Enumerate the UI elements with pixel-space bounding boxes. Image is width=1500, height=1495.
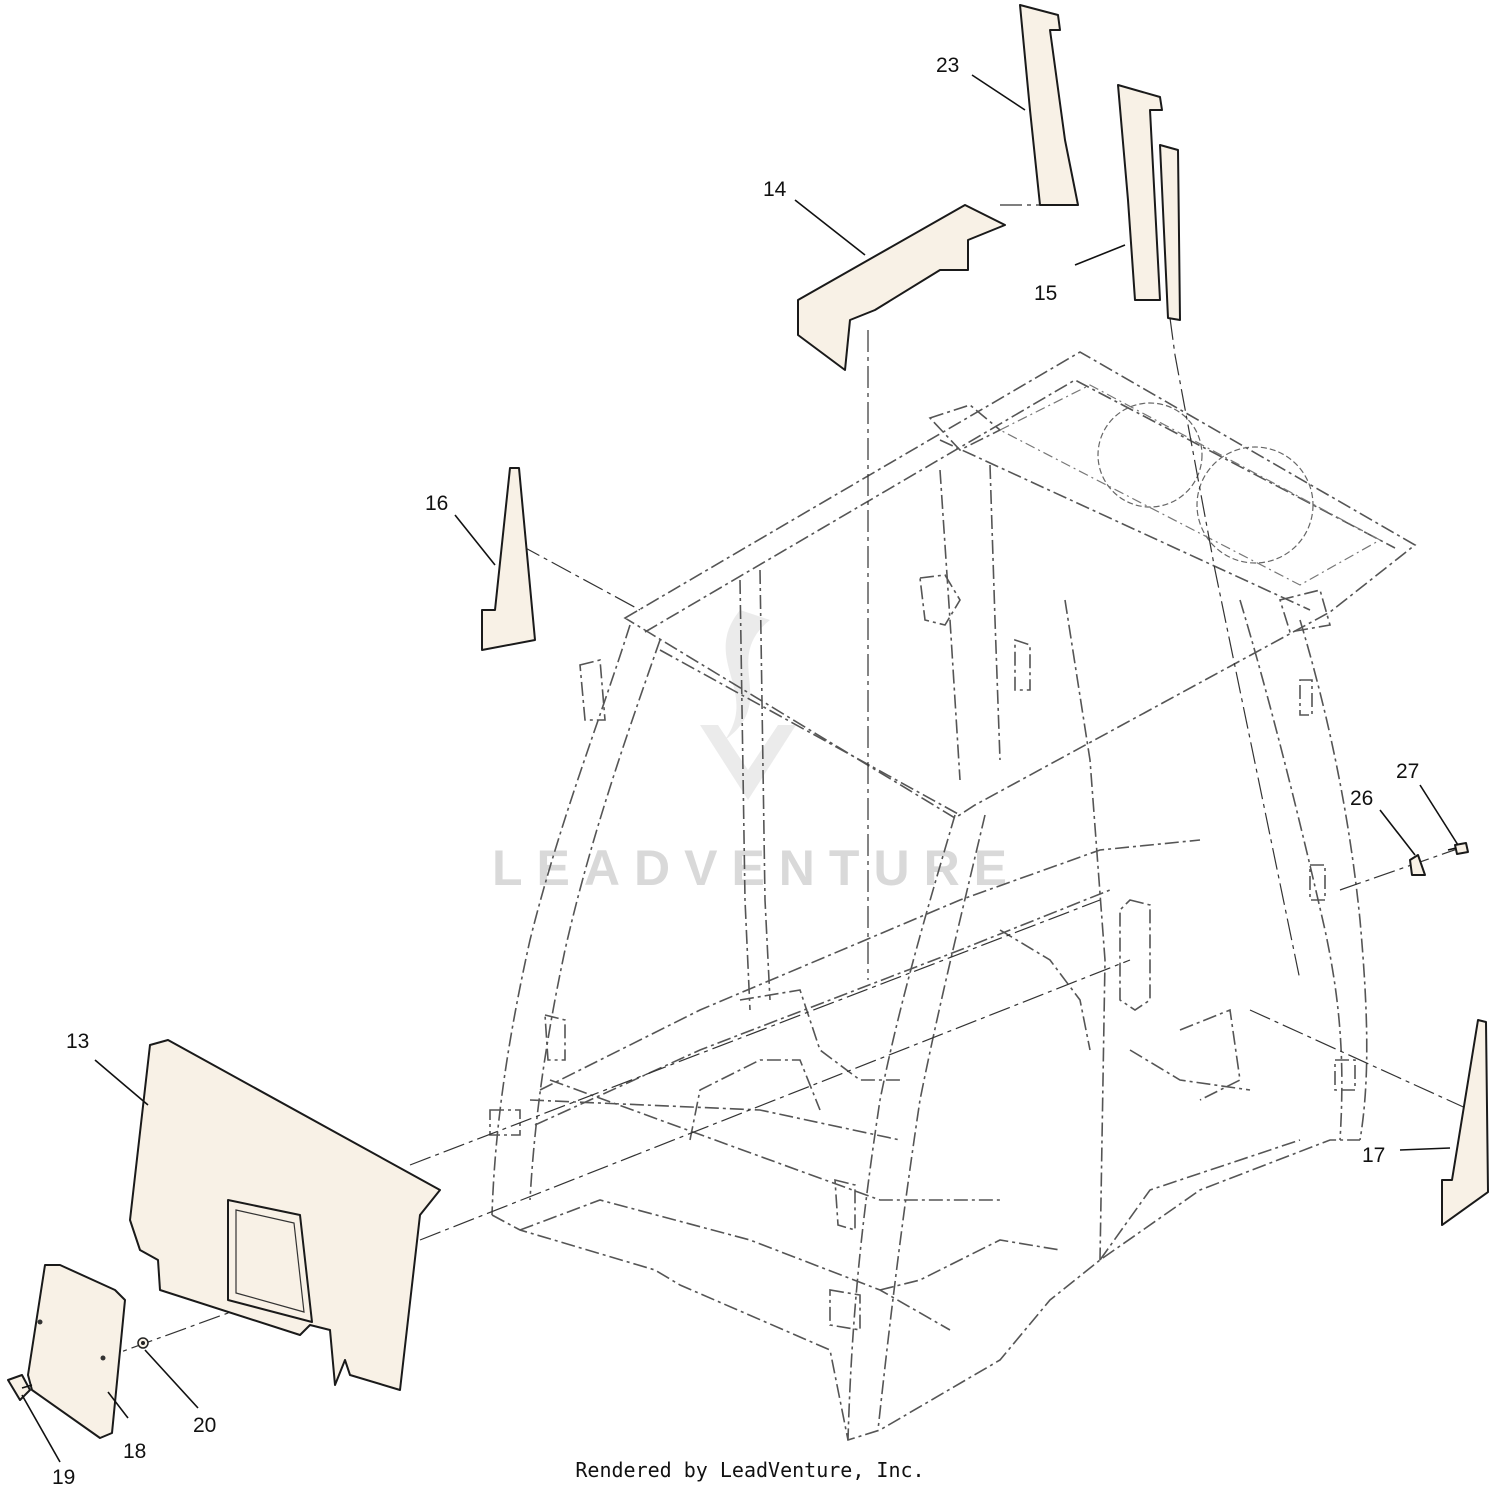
part-16-panel [481, 467, 536, 651]
callout-14: 14 [763, 178, 787, 201]
part-19-knob [7, 1374, 33, 1401]
part-20-washer [137, 1337, 149, 1349]
cab-frame [489, 351, 1417, 1442]
part-17-panel [1441, 1019, 1489, 1226]
callout-15: 15 [1034, 282, 1057, 305]
part-26-clip [1409, 854, 1426, 876]
part-13-panel [129, 1039, 441, 1391]
footer-credit: Rendered by LeadVenture, Inc. [575, 1458, 925, 1482]
watermark-text: LEADVENTURE [492, 840, 1021, 896]
part-23-panel [1019, 4, 1079, 206]
alignment-lines [29, 204, 1471, 1386]
callout-19: 19 [52, 1466, 75, 1489]
part-18-cover [27, 1264, 126, 1439]
callout-18: 18 [123, 1440, 146, 1463]
callout-13: 13 [66, 1030, 89, 1053]
watermark-logo [700, 610, 796, 800]
callout-16: 16 [425, 492, 448, 515]
callout-27: 27 [1396, 760, 1419, 783]
callouts: 23 14 15 16 26 27 13 17 20 18 19 [52, 54, 1419, 1489]
callout-23: 23 [936, 54, 959, 77]
callout-17: 17 [1362, 1144, 1385, 1167]
part-14-panel [797, 204, 1006, 371]
part-15-panel [1117, 84, 1181, 321]
leader-lines [21, 74, 1459, 1463]
callout-26: 26 [1350, 787, 1373, 810]
callout-20: 20 [193, 1414, 216, 1437]
part-27-screw [1447, 842, 1469, 855]
